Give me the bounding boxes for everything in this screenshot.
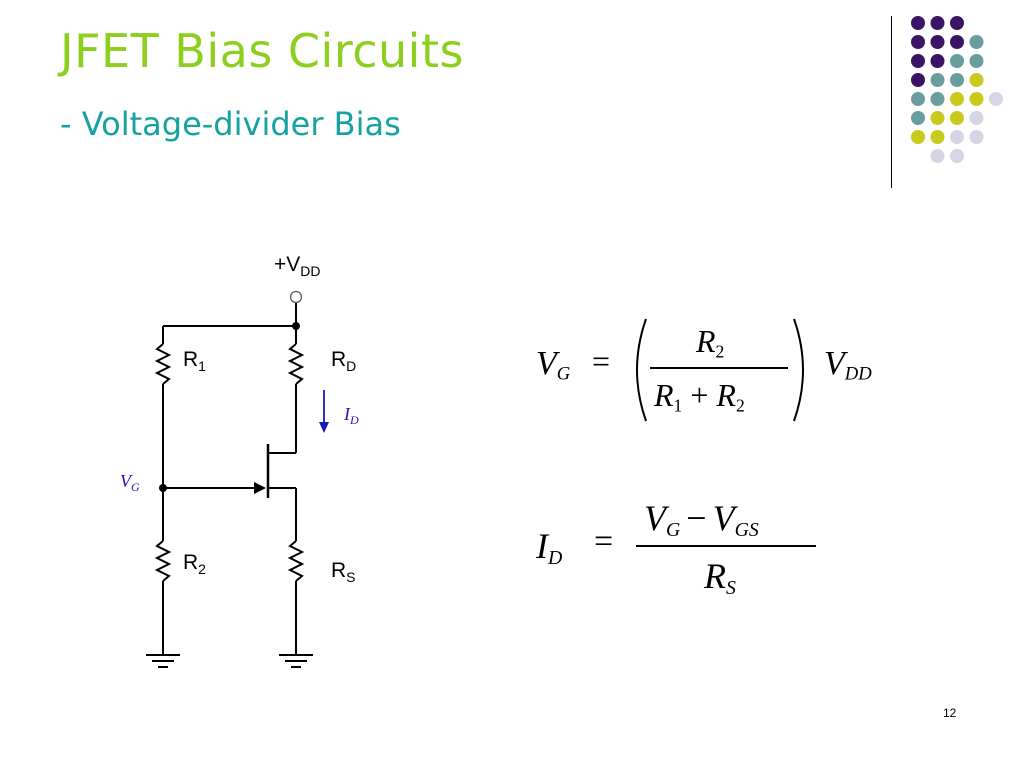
resistor-r1: [154, 343, 172, 385]
eq1-denominator: R1+R2: [654, 377, 745, 416]
slide-title: JFET Bias Circuits: [60, 24, 464, 78]
vdd-label: +VDD: [274, 253, 321, 279]
decorative-dot: [969, 92, 984, 106]
ground-symbol-left: [146, 654, 180, 668]
r1-label: R1: [183, 348, 206, 374]
decorative-dot: [930, 92, 945, 106]
eq2-equals: =: [594, 523, 614, 560]
decorative-dot: [930, 130, 945, 144]
eq2-lhs: ID: [536, 526, 563, 569]
decorative-dot-grid: [911, 16, 1003, 163]
r2-label: R2: [183, 551, 206, 577]
jfet-gate-arrow: [254, 482, 266, 494]
left-paren: [636, 318, 647, 422]
slide-subtitle: - Voltage-divider Bias: [60, 105, 401, 143]
decorative-dot: [911, 111, 925, 125]
decorative-dot: [950, 73, 964, 87]
decorative-dot: [911, 35, 925, 49]
decorative-dot: [930, 16, 945, 30]
decorative-dot: [950, 111, 964, 125]
vdd-terminal: [289, 290, 303, 304]
equation-id: ID = VG−VGS RS: [536, 497, 836, 617]
resistor-r2: [154, 540, 172, 582]
eq1-rhs: VDD: [824, 345, 872, 385]
decorative-dot: [950, 16, 964, 30]
decorative-dot: [969, 35, 984, 49]
decorative-dot: [950, 35, 964, 49]
decorative-dot: [911, 73, 925, 87]
ground-symbol-right: [279, 654, 313, 668]
rd-label: RD: [331, 348, 356, 374]
decorative-dot: [950, 54, 964, 68]
page-number: 12: [943, 706, 957, 720]
decorative-divider: [891, 16, 892, 188]
right-paren: [793, 318, 804, 422]
decorative-dot: [911, 130, 925, 144]
id-label: ID: [343, 404, 359, 427]
decorative-dot: [911, 16, 925, 30]
decorative-dot: [989, 92, 1003, 106]
decorative-dot: [969, 130, 984, 144]
decorative-dot: [950, 149, 964, 163]
resistor-rd: [287, 343, 305, 385]
resistor-rs: [287, 540, 305, 582]
decorative-dot: [969, 111, 984, 125]
decorative-dot: [930, 111, 945, 125]
decorative-dot: [950, 130, 964, 144]
eq1-numerator: R2: [696, 323, 725, 362]
decorative-dot: [969, 54, 984, 68]
decorative-dot: [911, 92, 925, 106]
eq2-numerator: VG−VGS: [644, 498, 759, 541]
eq1-lhs: V: [536, 345, 557, 382]
eq2-denominator: RS: [704, 556, 736, 599]
decorative-dot: [930, 149, 945, 163]
current-arrowhead: [319, 422, 329, 433]
vg-label: VG: [120, 471, 140, 494]
decorative-dot: [911, 54, 925, 68]
decorative-dot: [930, 35, 945, 49]
decorative-dot: [950, 92, 964, 106]
eq1-fraction-bar: [650, 367, 788, 369]
eq1-equals: =: [592, 343, 611, 379]
equation-vg: VG = R2 R1+R2 VDD: [536, 315, 906, 425]
decorative-dot: [969, 73, 984, 87]
decorative-dot: [930, 73, 945, 87]
decorative-dot: [930, 54, 945, 68]
rs-label: RS: [331, 559, 356, 585]
eq2-fraction-bar: [636, 545, 816, 547]
